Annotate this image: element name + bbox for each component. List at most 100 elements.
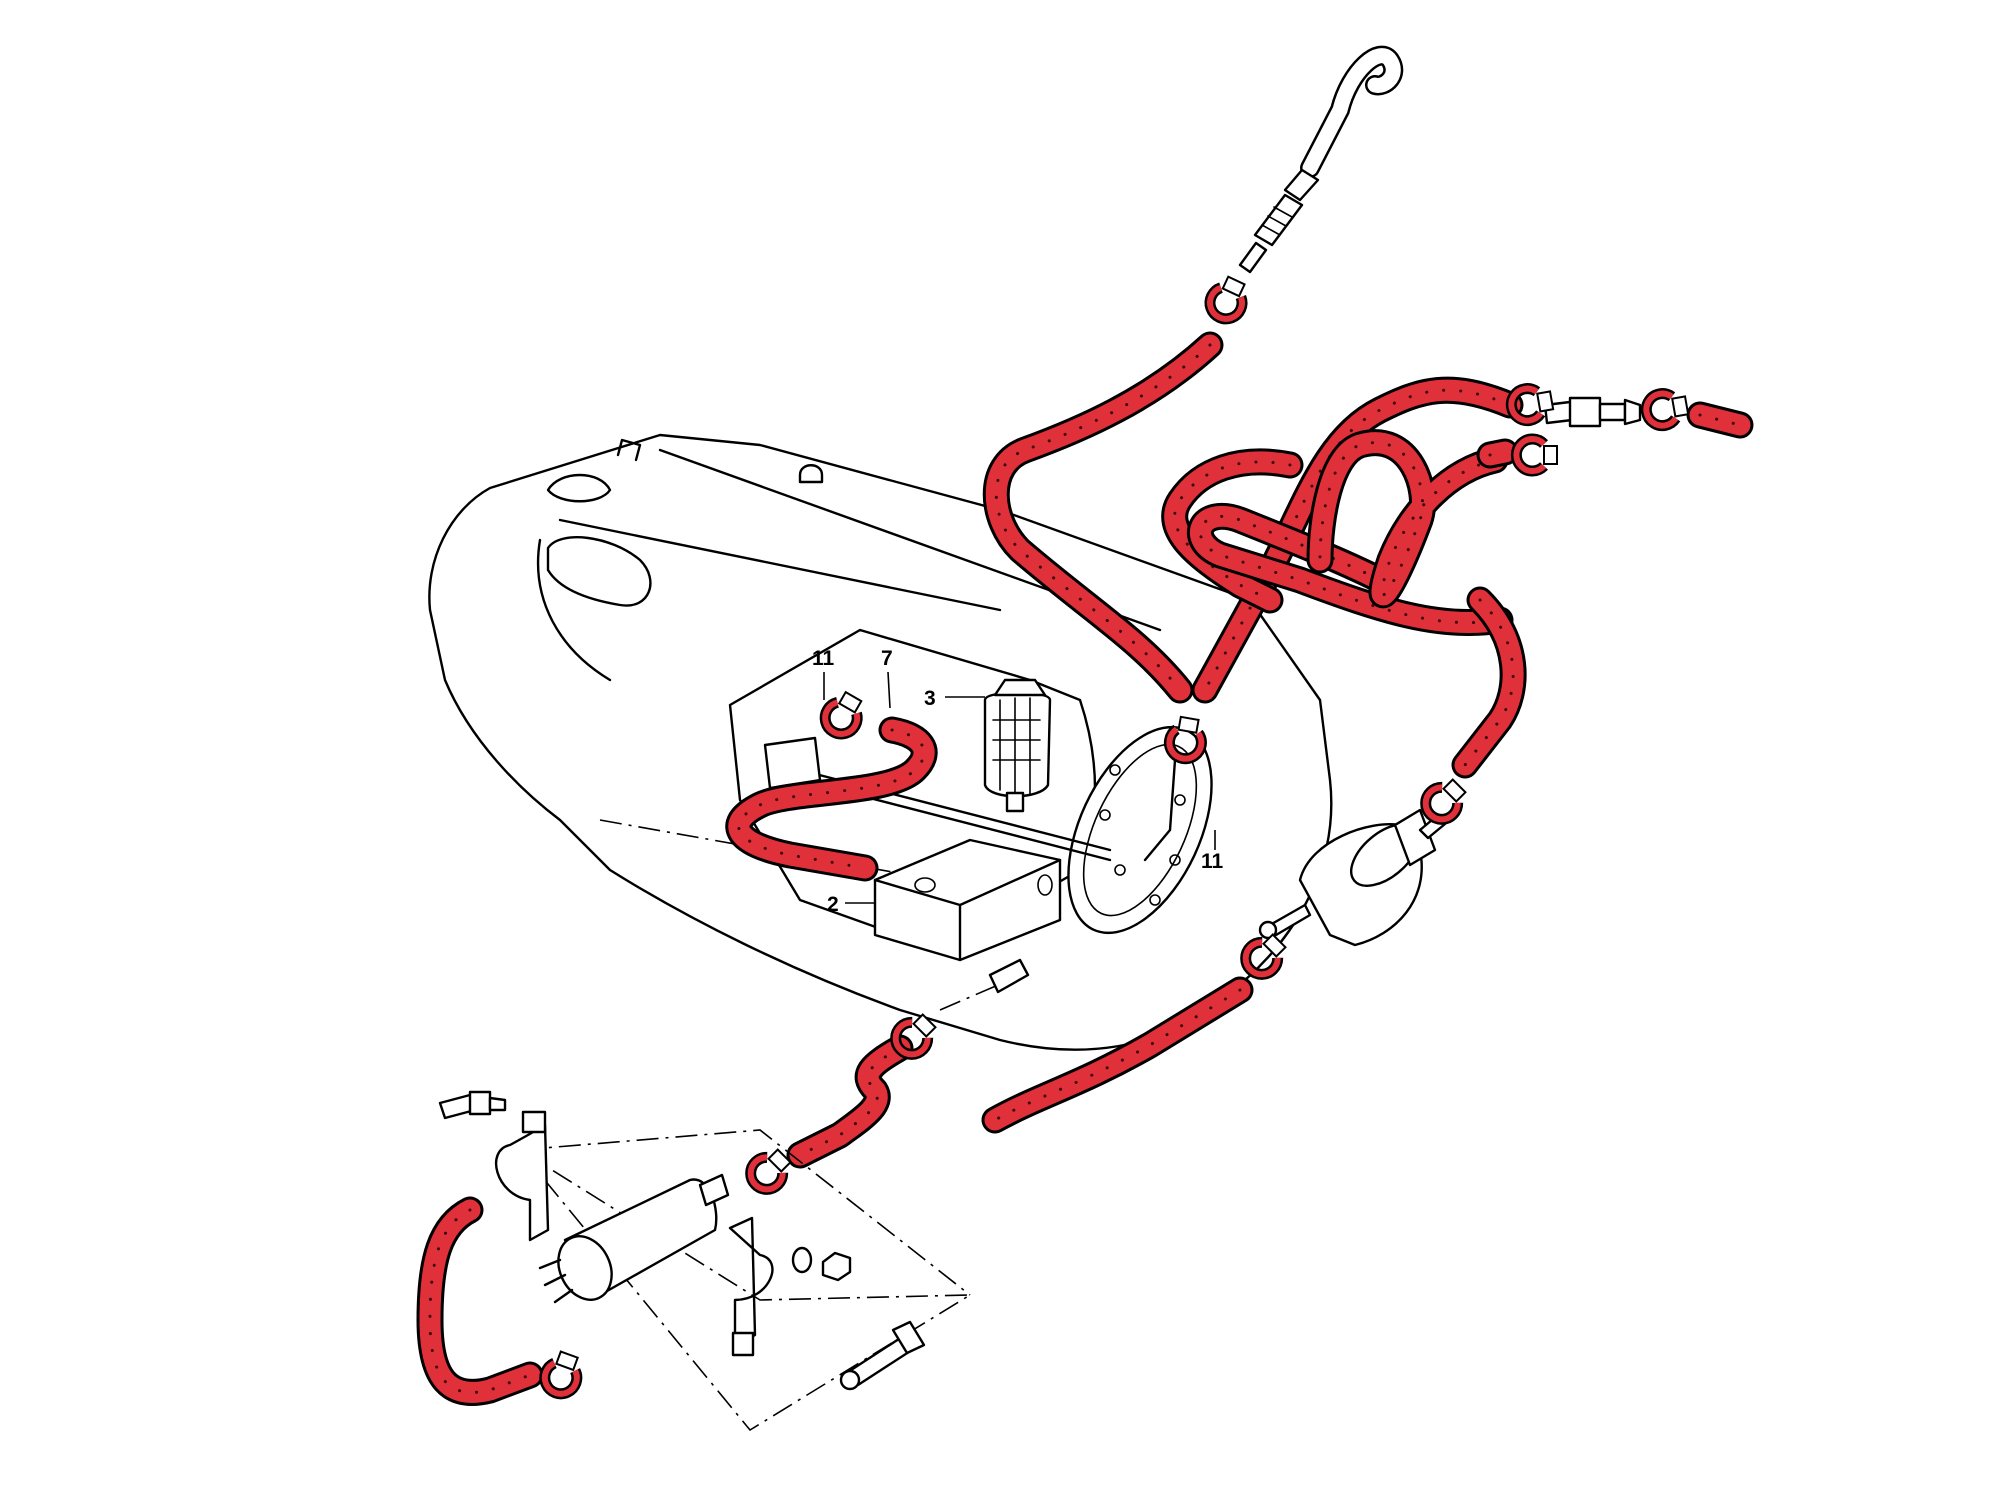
clamp-screw-housing bbox=[555, 1350, 579, 1372]
strap-tab bbox=[731, 1331, 755, 1357]
clamp-band bbox=[1166, 726, 1205, 762]
callout-11-right: 11 bbox=[1201, 850, 1224, 873]
callout-7: 7 bbox=[881, 647, 893, 670]
washer bbox=[791, 1246, 813, 1274]
outlet-centerline bbox=[939, 984, 999, 1011]
hose-right-stub bbox=[1686, 401, 1754, 439]
leader-7 bbox=[887, 671, 891, 709]
hose-vent-long-hose bbox=[985, 334, 1221, 701]
clamp-screw-housing bbox=[1262, 933, 1287, 958]
baffle-hole bbox=[914, 877, 936, 893]
tank-vent-stub bbox=[616, 438, 642, 462]
strainer-body bbox=[983, 691, 1052, 798]
hose-loop-middle-speck bbox=[1173, 460, 1292, 602]
clamp-screw-housing bbox=[1543, 445, 1558, 465]
tank-top-ridge-1 bbox=[558, 518, 1002, 612]
flange-bolt bbox=[1169, 854, 1181, 866]
hose-return-long bbox=[981, 976, 1254, 1134]
baffle-hole bbox=[1037, 874, 1053, 896]
hose-top-right-stub bbox=[1476, 438, 1519, 469]
flange-bolt bbox=[1149, 894, 1161, 906]
pump-terminals bbox=[538, 1258, 574, 1304]
connector-part bbox=[1598, 402, 1627, 422]
hose-clamp bbox=[1640, 388, 1690, 432]
inline-fuel-filter bbox=[1258, 808, 1447, 947]
clamp-band bbox=[747, 1154, 786, 1193]
hose-filter-feed-hose bbox=[1454, 589, 1524, 776]
clamp-screw-housing bbox=[912, 1013, 937, 1038]
hose-clamp bbox=[1505, 383, 1555, 427]
sender-float bbox=[763, 736, 822, 790]
hose-clamp bbox=[745, 1148, 792, 1195]
clamp-band bbox=[1513, 436, 1547, 474]
hose-right-stub-speck bbox=[1698, 413, 1742, 427]
flange-inner bbox=[1082, 743, 1198, 917]
clamp-screw-housing bbox=[837, 690, 863, 714]
strainer-mesh bbox=[992, 697, 1041, 796]
tank-recess bbox=[546, 536, 652, 607]
clamp-band bbox=[892, 1019, 931, 1058]
callout-3: 3 bbox=[924, 687, 936, 710]
pump-outlet bbox=[698, 1173, 730, 1207]
clamp-band bbox=[1643, 390, 1679, 429]
pump-end bbox=[557, 1235, 613, 1301]
pump-strap-left bbox=[494, 1123, 550, 1242]
strap-tab bbox=[521, 1110, 547, 1134]
vent-valve-body bbox=[1253, 193, 1304, 247]
clamp-screw-housing bbox=[1536, 390, 1555, 413]
right-hose-connector bbox=[1543, 396, 1642, 428]
callouts: 11 7 3 2 11 bbox=[812, 647, 1224, 916]
hose-filter-feed bbox=[1451, 586, 1527, 779]
clamp-band bbox=[822, 699, 861, 737]
hose-loop-right-speck bbox=[1318, 441, 1497, 597]
strainer-part-3 bbox=[983, 678, 1052, 813]
clamp-screw-housing bbox=[1221, 275, 1246, 298]
clamp-band bbox=[1508, 385, 1544, 424]
valve-spigot bbox=[488, 1096, 507, 1112]
tank-filler-neck bbox=[546, 473, 612, 503]
hose-clamp bbox=[1510, 433, 1558, 477]
pump-mount-outline bbox=[519, 1149, 973, 1432]
connector-collar bbox=[891, 1320, 926, 1355]
vent-pipe-hook bbox=[1238, 45, 1404, 274]
flange-bolt bbox=[1099, 809, 1111, 821]
hose-clamp bbox=[1420, 778, 1467, 825]
hose-top-right-main-speck bbox=[1203, 388, 1512, 692]
hose-clamp bbox=[539, 1350, 583, 1400]
hose-pump-left-hose bbox=[419, 1199, 541, 1403]
hose-pump-feed bbox=[786, 1034, 914, 1169]
clamp-band bbox=[1207, 284, 1245, 322]
hose-clamp bbox=[1240, 933, 1287, 980]
baffle-box-part-2 bbox=[873, 838, 1062, 962]
vent-valve-spigot bbox=[1238, 241, 1268, 274]
hose-clamp bbox=[1163, 715, 1207, 765]
clamp-screw-housing bbox=[1671, 395, 1690, 418]
nut bbox=[821, 1251, 852, 1282]
hose-vent-long bbox=[982, 331, 1224, 704]
hose-clamp bbox=[819, 690, 863, 740]
hose-pump-left bbox=[416, 1196, 544, 1406]
hose-sender-loop bbox=[725, 716, 938, 882]
hose-clamp bbox=[1204, 275, 1248, 325]
hose-sender-loop-hose bbox=[728, 719, 935, 879]
tank-outlet-fitting bbox=[939, 958, 1030, 1011]
filter-mount-clip bbox=[1393, 808, 1437, 867]
clamp-band bbox=[1242, 939, 1281, 978]
clamp-screw-housing bbox=[767, 1148, 792, 1173]
connector-collar bbox=[1568, 396, 1602, 428]
clamp-band bbox=[541, 1360, 580, 1397]
hose-clamp bbox=[890, 1013, 937, 1060]
pump-strap-right bbox=[728, 1216, 774, 1347]
hose-loop-middle bbox=[1161, 448, 1304, 614]
vent-valve-ribs bbox=[1261, 206, 1293, 236]
callout-2: 2 bbox=[827, 893, 839, 916]
baffle-box-edges bbox=[873, 858, 1062, 962]
flange-bolt bbox=[1109, 764, 1121, 776]
hose-loop-right bbox=[1306, 429, 1509, 609]
tank-left-panel bbox=[536, 538, 612, 682]
clamp-screw-housing bbox=[1442, 778, 1467, 803]
connector-end bbox=[1623, 398, 1642, 426]
strainer-spigot bbox=[1005, 791, 1025, 813]
connector-tip bbox=[839, 1369, 861, 1391]
